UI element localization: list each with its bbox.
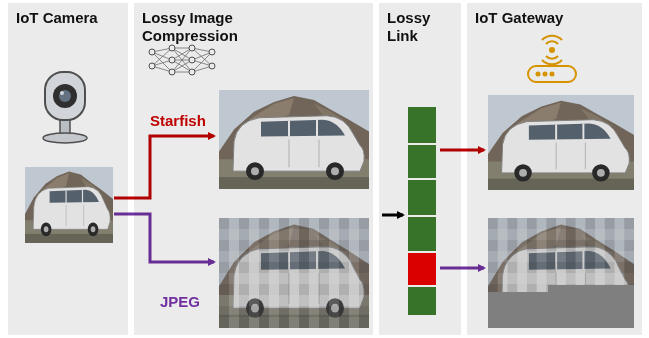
column-panel: IoT Camera <box>8 3 128 335</box>
method-label: Starfish <box>150 112 206 130</box>
panel-title: IoT Gateway <box>475 9 635 27</box>
panel-title: IoT Camera <box>16 9 124 27</box>
method-label: JPEG <box>160 293 200 311</box>
panel-title: Lossy Link <box>387 9 447 45</box>
column-panel: IoT Gateway <box>467 3 642 335</box>
panel-title: Lossy Image Compression <box>142 9 252 45</box>
column-panel: Lossy Link <box>379 3 461 335</box>
column-panel: Lossy Image Compression <box>134 3 373 335</box>
